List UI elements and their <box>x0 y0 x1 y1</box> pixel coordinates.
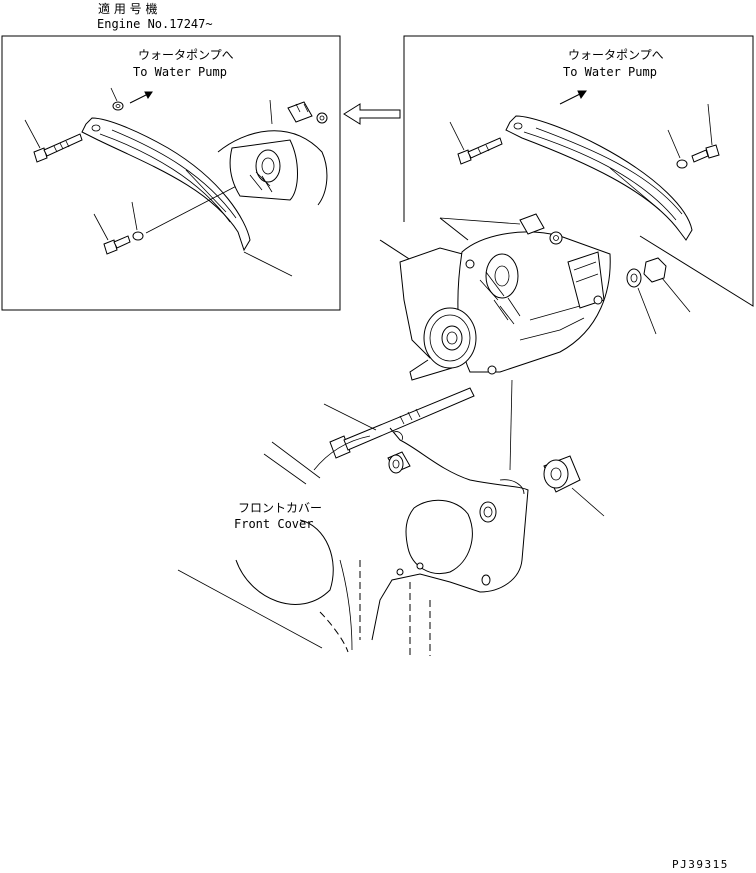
left-detail-frame <box>1 35 341 311</box>
alternator-body <box>379 213 611 375</box>
left-direction-arrow <box>129 91 153 104</box>
svg-text:To Water Pump: To Water Pump <box>133 65 227 79</box>
front-cover-label: フロントカバー Front Cover <box>234 501 322 531</box>
left-bolt-top <box>24 119 83 163</box>
right-detail-frame <box>403 35 754 307</box>
left-bolt-bottom <box>93 179 249 255</box>
right-bolt-washer <box>667 103 720 169</box>
washer-right <box>626 268 657 335</box>
left-alternator-partial <box>217 99 328 277</box>
right-adjust-bracket <box>505 115 693 241</box>
right-water-pump-label: ウォータポンプへ To Water Pump <box>563 48 664 79</box>
drawing-code: PJ39315 <box>672 858 729 871</box>
front-cover <box>177 427 529 656</box>
left-washer-top <box>110 87 124 111</box>
alternator-leader <box>509 379 513 471</box>
applicability-label: 適 用 号 機 <box>98 1 157 16</box>
left-adjust-bracket <box>81 117 251 252</box>
alternator-pulley <box>409 307 477 381</box>
nut-right <box>643 257 691 313</box>
left-water-pump-label: ウォータポンプへ To Water Pump <box>133 48 234 79</box>
svg-text:Front Cover: Front Cover <box>234 517 313 531</box>
svg-text:フロントカバー: フロントカバー <box>238 501 322 515</box>
svg-text:ウォータポンプへ: ウォータポンプへ <box>138 48 234 62</box>
svg-text:To Water Pump: To Water Pump <box>563 65 657 79</box>
right-direction-arrow <box>559 90 587 105</box>
reference-arrow <box>343 103 401 125</box>
engine-serial-label: Engine No.17247~ <box>97 17 213 31</box>
right-bolt-top <box>449 121 503 165</box>
bushing <box>387 451 411 474</box>
svg-text:ウォータポンプへ: ウォータポンプへ <box>568 48 664 62</box>
spacer-collar <box>543 455 605 517</box>
through-bolt <box>323 387 475 459</box>
